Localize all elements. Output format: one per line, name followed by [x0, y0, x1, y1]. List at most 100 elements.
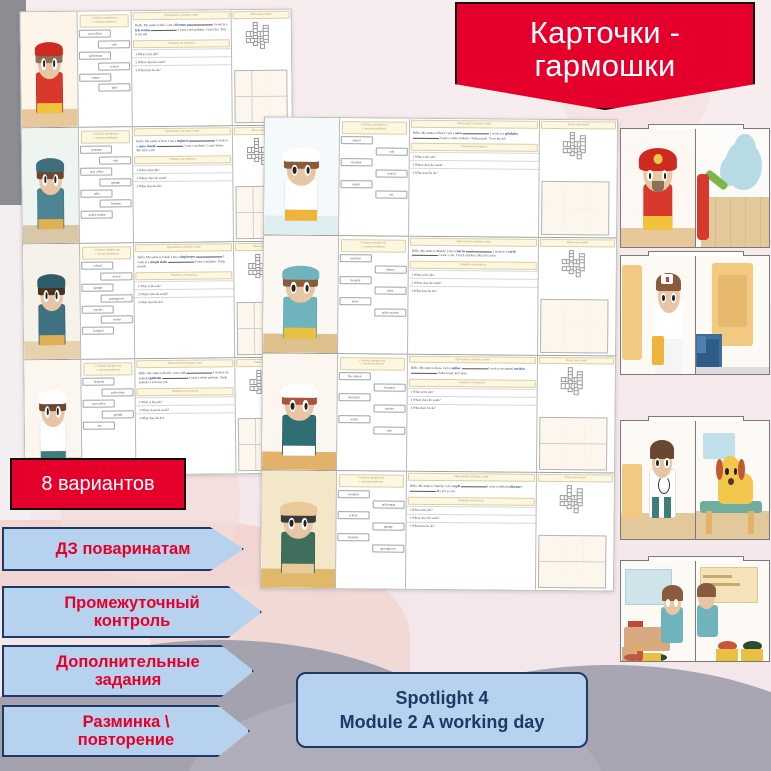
- word-box[interactable]: police station: [374, 308, 407, 317]
- word-box[interactable]: cafe: [99, 156, 132, 165]
- word-box[interactable]: policeman: [372, 500, 405, 510]
- scene-fireman-character: [621, 129, 696, 247]
- word-box[interactable]: greengrocer: [100, 294, 133, 303]
- word-row: garage: [83, 409, 135, 420]
- word-box[interactable]: fire station: [338, 372, 371, 381]
- word-box[interactable]: hospital: [337, 489, 370, 499]
- word-box[interactable]: pilot: [98, 83, 131, 92]
- word-box[interactable]: waiter: [101, 315, 134, 324]
- card-illustration-teacher: [263, 235, 339, 353]
- word-box[interactable]: waiter: [338, 415, 371, 424]
- column-header-questions: Ответь на вопросы: [133, 39, 230, 49]
- card-gapfill-text: Hello. My name is Kate. I am a milker I …: [410, 366, 526, 376]
- word-box[interactable]: teacher: [373, 404, 406, 413]
- column-header-questions: Ответь на вопросы: [409, 260, 537, 270]
- chevron-homework[interactable]: ДЗ поваринатам: [2, 527, 244, 571]
- word-box[interactable]: post office: [79, 29, 112, 39]
- word-row: nurse: [339, 296, 406, 307]
- word-box[interactable]: police station: [81, 210, 114, 219]
- word-box[interactable]: policeman: [101, 388, 134, 397]
- word-box[interactable]: school: [98, 62, 131, 71]
- word-box[interactable]: teacher: [82, 304, 115, 314]
- chevron-homework-label: ДЗ поваринатам: [55, 539, 191, 558]
- word-row: post office: [83, 398, 134, 409]
- panel-tab: [647, 556, 745, 563]
- chevron-warmup-revision[interactable]: Разминка \повторение: [2, 705, 250, 757]
- word-box[interactable]: doctor: [100, 272, 133, 281]
- word-box[interactable]: vet: [375, 190, 408, 200]
- word-row: hospital: [82, 376, 134, 387]
- word-box[interactable]: school: [337, 511, 370, 520]
- word-box[interactable]: waiter: [79, 72, 112, 82]
- card-question: 3 What does he do?: [133, 180, 233, 190]
- word-row: greengrocer: [337, 542, 405, 553]
- word-box[interactable]: postman: [339, 254, 372, 263]
- word-row: pilot: [339, 285, 407, 296]
- card-illustration-fireman: [20, 11, 80, 128]
- crossword-picture-grid: [540, 181, 610, 236]
- card-question: 3 What does he do?: [408, 285, 538, 295]
- word-box[interactable]: post office: [83, 399, 116, 408]
- scene-classroom-pupils: [695, 561, 769, 661]
- word-box[interactable]: garage: [102, 409, 135, 419]
- word-row: pilot: [80, 187, 132, 198]
- word-box[interactable]: hospital: [373, 383, 406, 392]
- card-gapfill-text: Hello. My name is Tom. I am a engineer I…: [136, 138, 228, 153]
- column-header-crossword: Реши кроссворд: [537, 474, 613, 483]
- word-box[interactable]: hospital: [339, 275, 372, 285]
- column-header-text: Прочитай и вставь слова: [408, 355, 536, 365]
- word-box[interactable]: cafe: [375, 147, 408, 156]
- scene-nurse-character: [621, 256, 696, 374]
- word-box[interactable]: garage: [372, 522, 405, 531]
- card-crossword-column: Реши кроссворд: [537, 355, 615, 472]
- word-box[interactable]: school: [81, 261, 114, 271]
- word-box[interactable]: airport: [340, 136, 373, 145]
- word-box[interactable]: fireman: [337, 532, 370, 542]
- word-box[interactable]: hospital: [82, 377, 115, 387]
- word-box[interactable]: post office: [80, 167, 113, 176]
- panel-tab: [647, 124, 745, 131]
- word-box[interactable]: garage: [81, 283, 114, 292]
- word-row: pilot: [80, 82, 131, 93]
- word-row: garage: [81, 282, 133, 293]
- panel-fireman: [620, 124, 770, 248]
- word-box[interactable]: vet: [83, 420, 116, 430]
- word-box[interactable]: cafe: [373, 426, 406, 435]
- scene-hospital-corridor: [695, 256, 769, 374]
- word-box[interactable]: postman: [80, 145, 113, 155]
- word-box[interactable]: fireman: [99, 199, 132, 208]
- word-box[interactable]: cafe: [98, 40, 131, 49]
- word-box[interactable]: greengrocer: [372, 543, 405, 553]
- word-box[interactable]: pilot: [374, 286, 407, 296]
- word-box[interactable]: waiter: [340, 179, 373, 188]
- column-header-text: Прочитай и вставь слова: [409, 237, 537, 247]
- word-box[interactable]: mechanic: [338, 393, 371, 402]
- word-box[interactable]: hospital: [82, 326, 115, 335]
- crossword-picture-grid: [538, 416, 608, 471]
- word-row: vet: [83, 419, 134, 430]
- word-box[interactable]: school: [375, 169, 408, 178]
- word-box[interactable]: fireman: [340, 158, 373, 167]
- word-box[interactable]: bakery: [374, 265, 407, 274]
- word-box[interactable]: policeman: [79, 51, 112, 60]
- word-box[interactable]: garage: [99, 178, 132, 187]
- word-box[interactable]: pilot: [80, 188, 114, 198]
- word-box[interactable]: nurse: [339, 297, 372, 306]
